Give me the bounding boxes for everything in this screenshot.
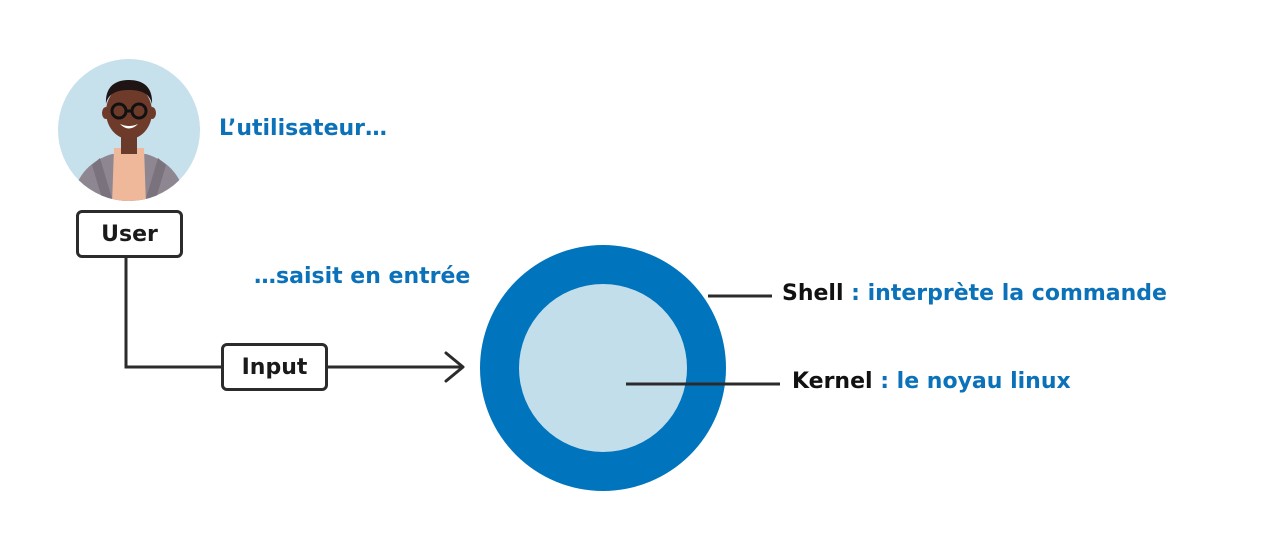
kernel-label: Kernel : le noyau linux <box>792 369 1071 394</box>
user-caption: L’utilisateur… <box>219 116 388 141</box>
shell-label: Shell : interprète la commande <box>782 281 1167 306</box>
input-box: Input <box>221 343 328 391</box>
shell-description: : interprète la commande <box>843 281 1167 306</box>
kernel-core <box>519 284 687 452</box>
input-arrow-head <box>444 351 465 383</box>
kernel-description: : le noyau linux <box>872 369 1071 394</box>
shell-term: Shell <box>782 281 844 306</box>
user-avatar-icon <box>58 59 200 201</box>
user-to-input-connector <box>124 258 221 369</box>
input-caption: …saisit en entrée <box>254 264 471 289</box>
kernel-term: Kernel <box>792 369 873 394</box>
user-box: User <box>76 210 183 258</box>
